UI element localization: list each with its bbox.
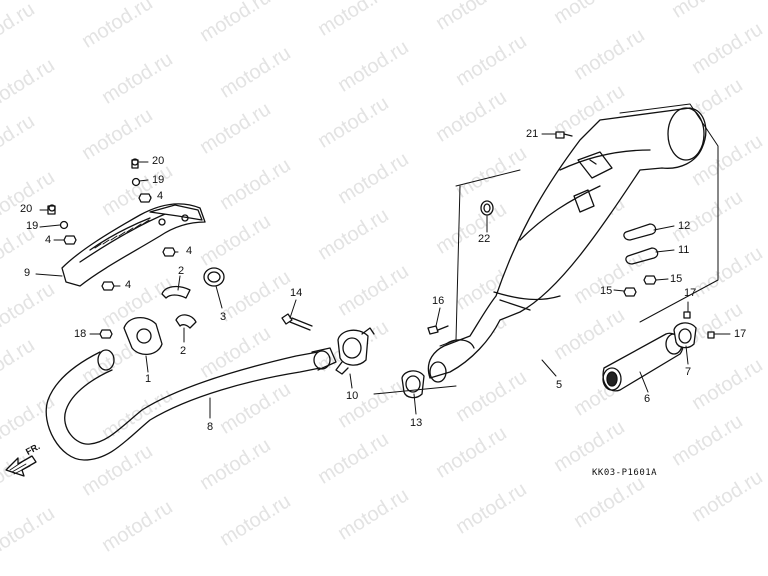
leader-lines <box>35 133 731 419</box>
callout-15: 15 <box>670 273 683 285</box>
spark-arrester-part <box>602 332 684 392</box>
front-direction-arrow <box>5 455 37 477</box>
assembly-outline <box>373 103 719 395</box>
exhaust-flange <box>99 317 163 355</box>
callout-4: 4 <box>45 234 52 246</box>
callout-20: 20 <box>20 203 33 215</box>
callout-4: 4 <box>186 245 193 257</box>
callout-2: 2 <box>178 265 185 277</box>
muffler-part <box>427 107 707 383</box>
gasket-13 <box>401 370 425 399</box>
bolt-16 <box>427 325 449 335</box>
callout-13: 13 <box>410 417 423 429</box>
callout-4: 4 <box>125 279 132 291</box>
joint-7 <box>673 311 715 349</box>
callout-6: 6 <box>644 393 651 405</box>
callout-4: 4 <box>157 190 164 202</box>
callout-11: 11 <box>678 244 690 256</box>
callout-12: 12 <box>678 220 691 232</box>
plates-12-11 <box>623 223 659 265</box>
collar-and-gasket <box>161 267 225 329</box>
callout-9: 9 <box>24 267 31 279</box>
nuts-15 <box>623 275 657 297</box>
callout-1: 1 <box>145 373 152 385</box>
bolt-14 <box>281 313 313 331</box>
callout-14: 14 <box>290 287 303 299</box>
callout-17: 17 <box>684 287 697 299</box>
callout-5: 5 <box>556 379 563 391</box>
collar-22 <box>480 200 494 216</box>
callout-20: 20 <box>152 155 165 167</box>
bolt-21 <box>555 131 573 139</box>
diagram-code: KK03-P1601A <box>592 468 658 478</box>
fastener-group-left <box>47 158 176 291</box>
callout-18: 18 <box>74 328 87 340</box>
callout-8: 8 <box>207 421 214 433</box>
clamp-band <box>335 327 375 375</box>
callout-21: 21 <box>526 128 539 140</box>
callout-7: 7 <box>685 366 692 378</box>
exhaust-pipe-part <box>45 347 337 461</box>
callout-3: 3 <box>220 311 227 323</box>
callout-15: 15 <box>600 285 613 297</box>
heat-shield-part <box>61 203 206 287</box>
callout-22: 22 <box>478 233 491 245</box>
callout-19: 19 <box>26 220 39 232</box>
callout-2: 2 <box>180 345 187 357</box>
callout-16: 16 <box>432 295 445 307</box>
callout-10: 10 <box>346 390 359 402</box>
callout-17: 17 <box>734 328 747 340</box>
callout-19: 19 <box>152 174 165 186</box>
